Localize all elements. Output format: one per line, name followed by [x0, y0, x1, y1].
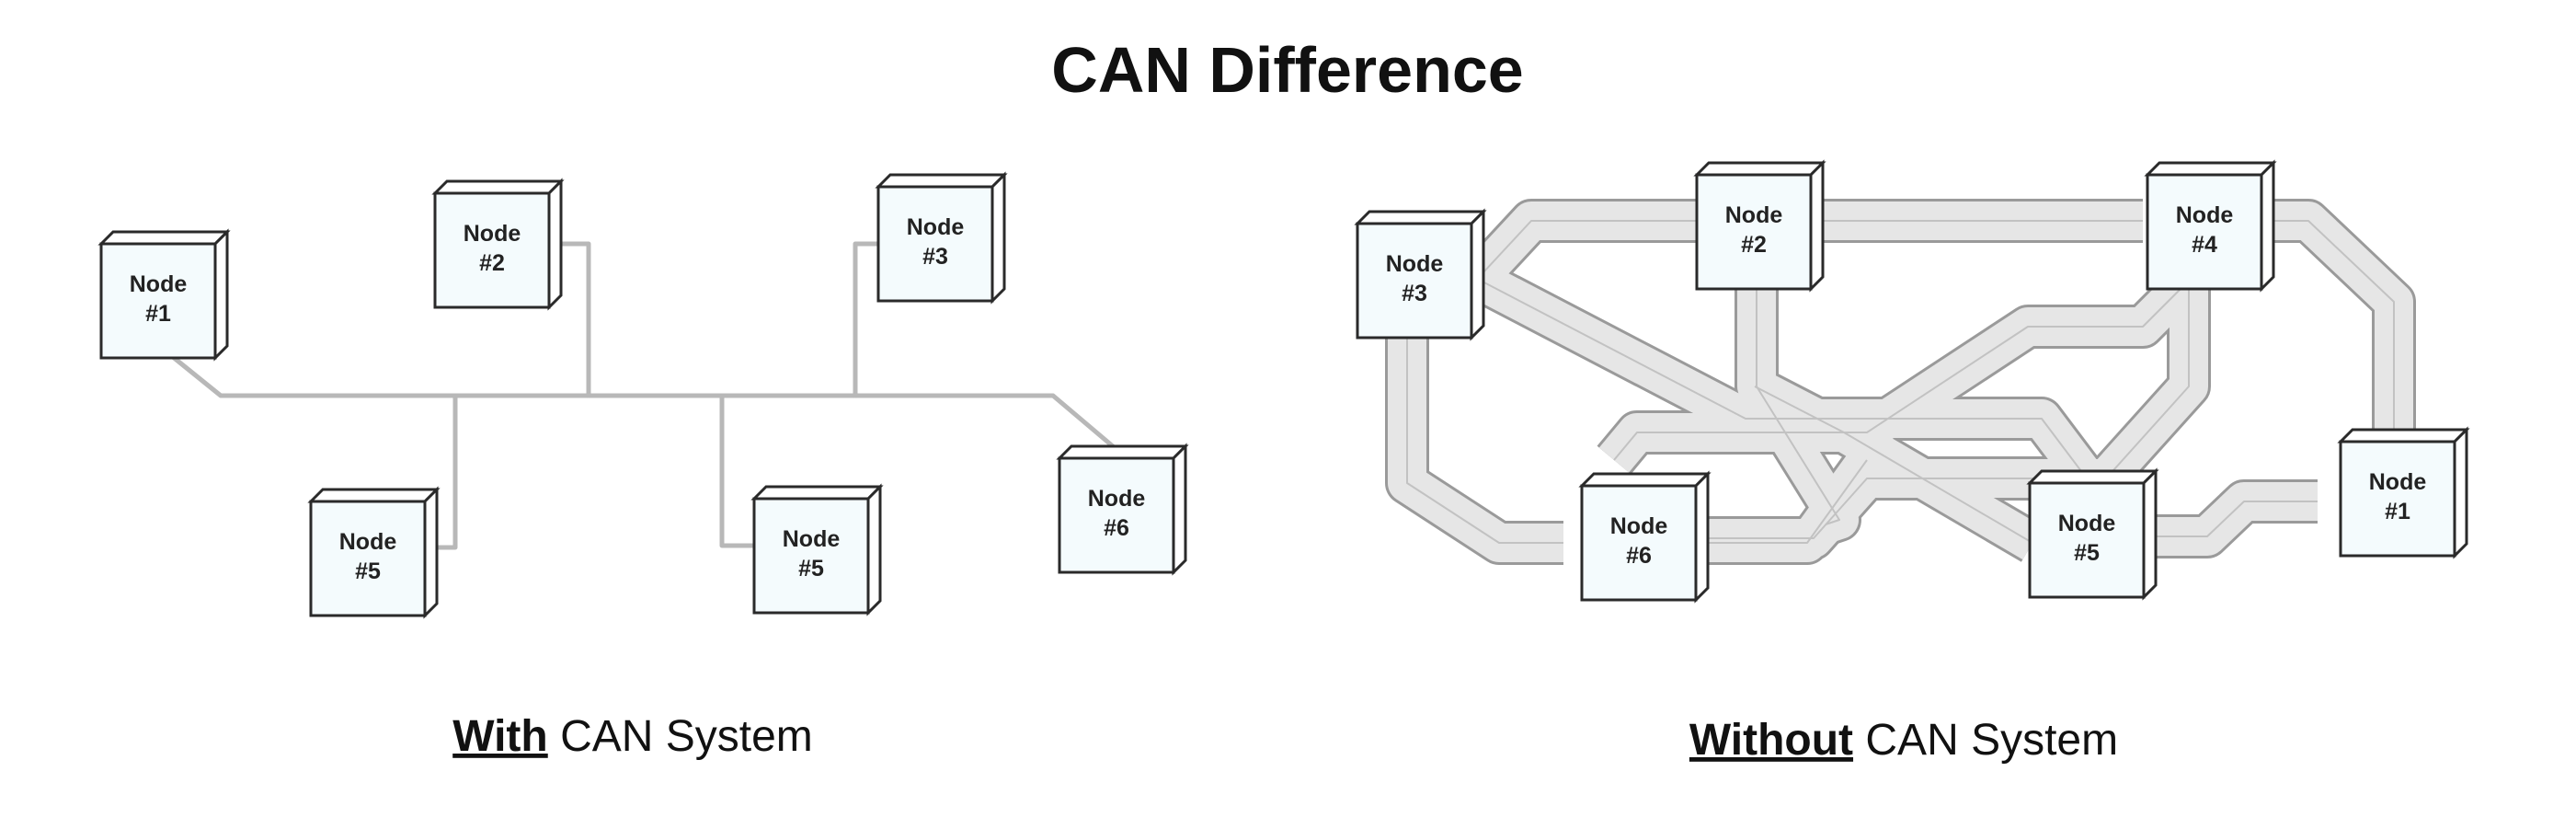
node-label: Node [2058, 511, 2116, 536]
node-number: #5 [2074, 540, 2100, 566]
node-label: Node [1386, 251, 1444, 277]
node-box: Node #2 [431, 178, 565, 311]
without-can-caption: Without CAN System [1689, 716, 2118, 765]
node-box: Node #5 [750, 483, 884, 616]
node-label: Node [464, 221, 521, 247]
with-can-panel: Node #1 Node #2 Node #3 Node #5 [97, 171, 1189, 761]
node-box: Node #1 [2337, 426, 2470, 559]
node-box: Node #5 [2026, 467, 2159, 601]
node-box: Node #1 [97, 228, 231, 362]
caption-emphasis: Without [1689, 716, 1853, 765]
node-label: Node [2176, 202, 2234, 228]
node-label: Node [2369, 469, 2427, 495]
node-label: Node [907, 214, 965, 240]
node-number: #5 [798, 556, 824, 581]
node-label: Node [1725, 202, 1783, 228]
bus-stub-node2 [554, 241, 591, 398]
node-number: #6 [1104, 515, 1129, 541]
caption-emphasis: With [452, 712, 548, 761]
node-number: #1 [2385, 499, 2410, 524]
bus-stub-node5a [429, 393, 458, 550]
caption-rest: CAN System [548, 712, 813, 761]
node-box: Node #5 [307, 486, 441, 619]
node-label: Node [1610, 513, 1668, 539]
node-box: Node #6 [1578, 470, 1712, 604]
node-number: #5 [355, 558, 381, 584]
node-box: Node #2 [1693, 159, 1826, 293]
bus-stub-node5b [719, 393, 757, 548]
node-label: Node [1088, 486, 1146, 512]
can-bus-wiring [170, 241, 1116, 550]
node-label: Node [339, 529, 397, 555]
node-number: #3 [1402, 281, 1427, 306]
node-label: Node [783, 526, 841, 552]
without-can-panel: Node #3 Node #2 Node #4 Node #1 [1354, 159, 2470, 765]
node-number: #3 [922, 244, 948, 270]
node-number: #1 [145, 301, 171, 327]
can-bus-main [170, 354, 1116, 449]
node-number: #4 [2192, 232, 2217, 258]
node-number: #2 [1741, 232, 1767, 258]
with-can-caption: With CAN System [452, 712, 813, 761]
node-box: Node #6 [1056, 443, 1189, 576]
node-label: Node [130, 271, 188, 297]
node-box: Node #3 [875, 171, 1008, 305]
bus-stub-node3 [853, 241, 886, 398]
node-box: Node #3 [1354, 208, 1487, 341]
node-box: Node #4 [2144, 159, 2277, 293]
point-to-point-cables [1385, 199, 2416, 565]
node-number: #2 [479, 250, 505, 276]
diagram-title: CAN Difference [1051, 34, 1523, 106]
node-number: #6 [1626, 543, 1652, 569]
caption-rest: CAN System [1853, 716, 2118, 765]
